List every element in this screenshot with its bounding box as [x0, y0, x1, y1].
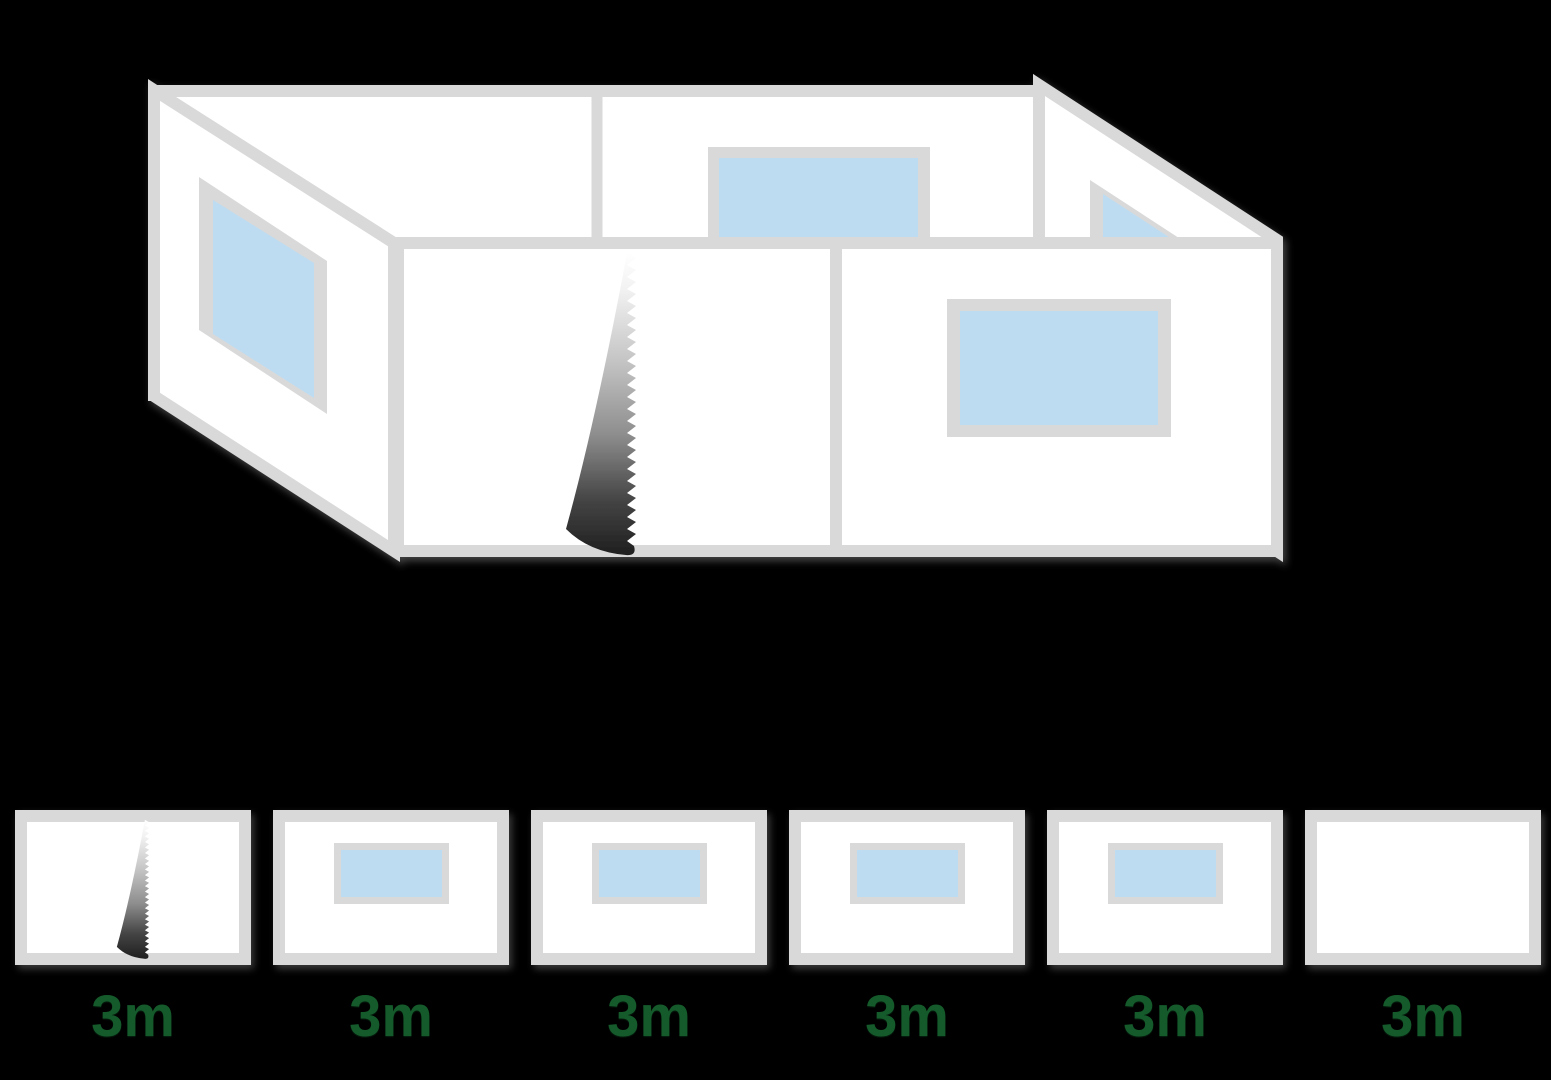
front-right-window-glass [960, 311, 1158, 425]
wall-panel-plain [1305, 810, 1541, 965]
saw-blade-icon [116, 819, 150, 959]
left-wall-window-glass [213, 200, 314, 398]
panel-group-1: 3m [15, 810, 251, 1046]
window [1107, 843, 1223, 904]
panel-group-3: 3m [531, 810, 767, 1046]
panel-length-label: 3m [865, 984, 949, 1049]
panel-length-label: 3m [1123, 984, 1207, 1049]
panel-group-6: 3m [1305, 810, 1541, 1046]
panel-group-4: 3m [789, 810, 1025, 1046]
panel-group-5: 3m [1047, 810, 1283, 1046]
wall-panel-window [273, 810, 509, 965]
panel-length-label: 3m [91, 984, 175, 1049]
window [591, 843, 707, 904]
panel-group-2: 3m [273, 810, 509, 1046]
wall-panel-saw-cut [15, 810, 251, 965]
panels-row: 3m 3m 3m 3m 3m 3 [15, 810, 1541, 1046]
wall-panel-window [531, 810, 767, 965]
back-wall-window-glass [719, 158, 918, 245]
panel-length-label: 3m [1381, 984, 1465, 1049]
window [333, 843, 449, 904]
room-structure-diagram [148, 73, 1283, 563]
wall-panel-window [1047, 810, 1283, 965]
panel-length-label: 3m [607, 984, 691, 1049]
wall-panel-window [789, 810, 1025, 965]
window [849, 843, 965, 904]
panel-length-label: 3m [349, 984, 433, 1049]
